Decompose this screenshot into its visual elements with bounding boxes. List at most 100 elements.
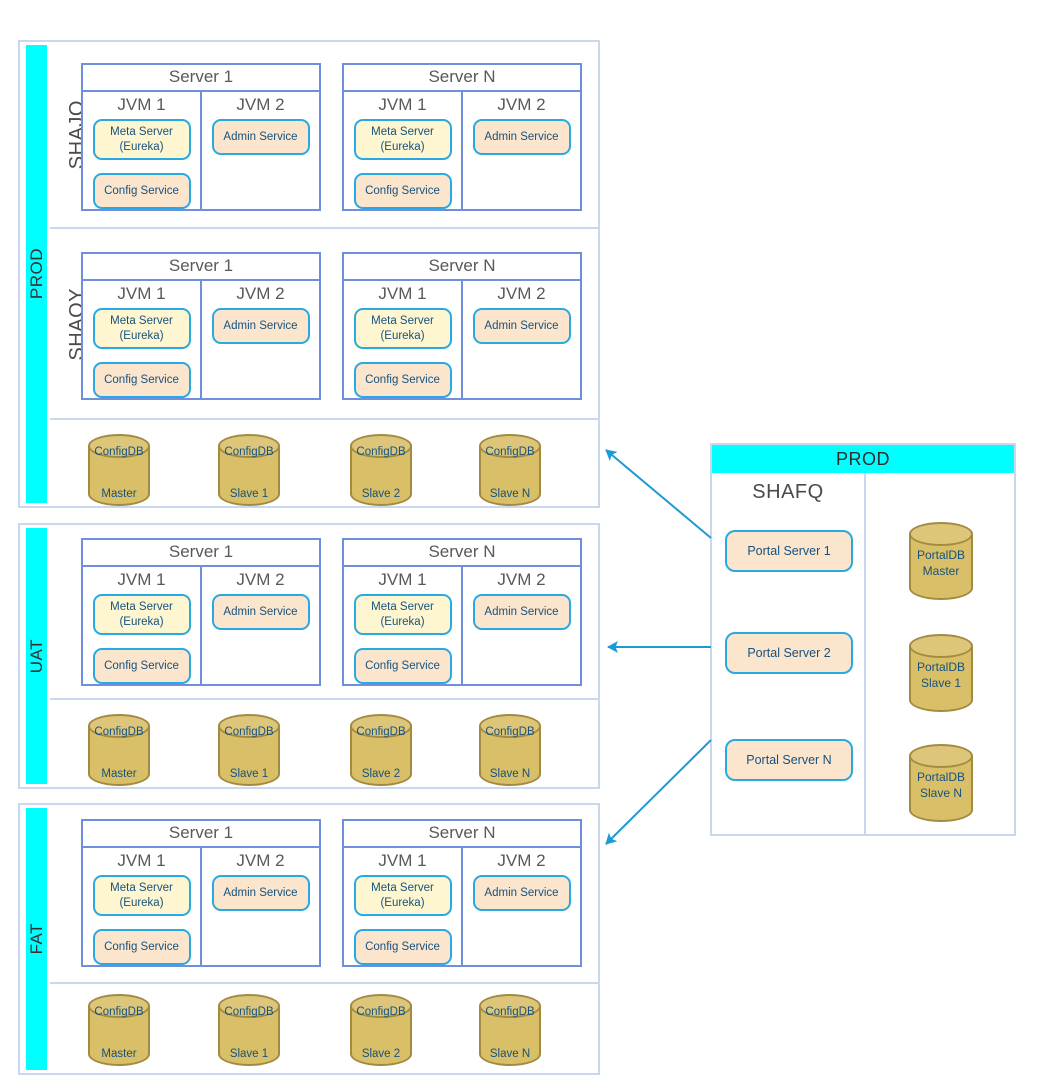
portal-server-box: Portal Server 1 — [725, 530, 853, 572]
jvm-label: JVM 2 — [236, 95, 285, 114]
section-divider — [50, 698, 598, 700]
service-box: Meta Server (Eureka) — [92, 875, 191, 916]
section-divider — [50, 227, 598, 229]
jvm-label: JVM 2 — [236, 851, 285, 870]
server-title: Server N — [344, 540, 580, 567]
database-name: ConfigDB — [94, 726, 144, 738]
database-role: Slave 2 — [361, 768, 401, 780]
jvm-label: JVM 1 — [117, 284, 166, 303]
database-cylinder: ConfigDB Master — [88, 714, 150, 780]
database-label: ConfigDB Master — [88, 446, 150, 500]
jvm-column: JVM 1 Meta Server (Eureka) Config Service — [83, 281, 202, 398]
database-role: Slave 1 — [229, 488, 269, 500]
database-cylinder: ConfigDB Slave N — [479, 714, 541, 780]
database-name: ConfigDB — [356, 1006, 406, 1018]
service-box: Admin Service — [211, 594, 310, 630]
portal-server-box: Portal Server 2 — [725, 632, 853, 674]
service-box: Meta Server (Eureka) — [92, 119, 191, 160]
database-role: Slave 1 — [920, 675, 962, 690]
server-title: Server N — [344, 65, 580, 92]
jvm-label: JVM 1 — [117, 95, 166, 114]
env-label-uat: UAT — [26, 638, 46, 674]
jvm-label: JVM 2 — [497, 851, 546, 870]
arrow-to-fat — [605, 739, 712, 845]
service-box: Config Service — [92, 362, 191, 398]
database-role: Master — [101, 488, 137, 500]
jvm-label: JVM 1 — [378, 284, 427, 303]
server-title: Server N — [344, 821, 580, 848]
database-label: ConfigDB Slave 2 — [350, 726, 412, 780]
database-name: ConfigDB — [485, 446, 535, 458]
service-box: Config Service — [92, 929, 191, 965]
jvm-label: JVM 1 — [378, 95, 427, 114]
panel-prod-portal: PROD SHAFQ Portal Server 1 Portal Server… — [710, 443, 1016, 836]
database-cylinder: ConfigDB Slave N — [479, 434, 541, 500]
jvm-column: JVM 2 Admin Service — [202, 92, 319, 209]
jvm-label: JVM 2 — [497, 95, 546, 114]
server-box: Server 1 JVM 1 Meta Server (Eureka) Config … — [81, 252, 321, 400]
database-role: Slave 2 — [361, 488, 401, 500]
database-name: ConfigDB — [485, 726, 535, 738]
server-title: Server 1 — [83, 65, 319, 92]
database-name: PortalDB — [916, 769, 966, 784]
jvm-label: JVM 1 — [378, 570, 427, 589]
env-label-fat: FAT — [26, 923, 46, 955]
service-box: Meta Server (Eureka) — [92, 594, 191, 635]
database-label: ConfigDB Slave 2 — [350, 446, 412, 500]
database-name: ConfigDB — [94, 446, 144, 458]
service-box: Admin Service — [211, 119, 310, 155]
database-role: Slave N — [489, 768, 531, 780]
database-role: Master — [101, 768, 137, 780]
jvm-row: JVM 1 Meta Server (Eureka) Config Service J… — [83, 848, 319, 965]
database-role: Master — [922, 563, 960, 578]
jvm-label: JVM 1 — [117, 851, 166, 870]
database-name: ConfigDB — [94, 1006, 144, 1018]
database-label: ConfigDB Slave N — [479, 726, 541, 780]
service-box: Config Service — [353, 929, 452, 965]
database-role: Slave N — [489, 488, 531, 500]
service-box: Meta Server (Eureka) — [92, 308, 191, 349]
database-name: ConfigDB — [356, 726, 406, 738]
database-name: ConfigDB — [356, 446, 406, 458]
jvm-label: JVM 2 — [236, 284, 285, 303]
database-name: ConfigDB — [224, 726, 274, 738]
service-box: Config Service — [92, 173, 191, 209]
env-strip-prod: PROD — [26, 45, 47, 503]
service-box: Config Service — [353, 173, 452, 209]
database-cylinder: ConfigDB Slave 2 — [350, 434, 412, 500]
database-name: ConfigDB — [485, 1006, 535, 1018]
jvm-column: JVM 1 Meta Server (Eureka) Config Service — [83, 92, 202, 209]
arrow-to-prod — [605, 449, 712, 539]
server-title: Server 1 — [83, 254, 319, 281]
